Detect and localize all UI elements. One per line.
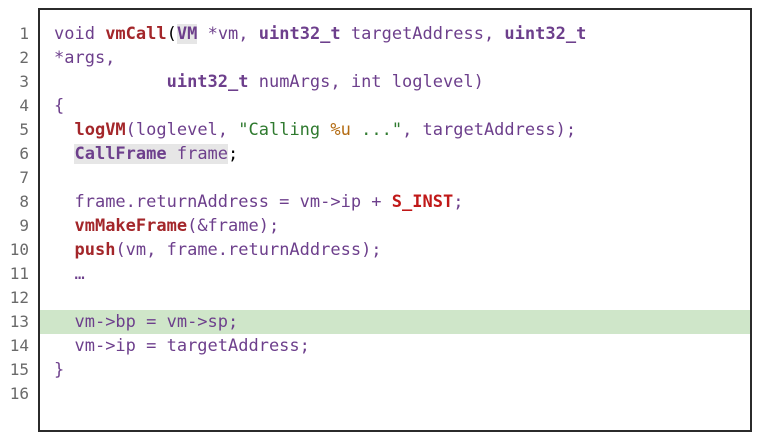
function-call: vmMakeFrame	[74, 216, 188, 236]
code-line-12[interactable]	[40, 286, 750, 310]
code-editor[interactable]: void vmCall(VM *vm, uint32_t targetAddre…	[38, 8, 752, 432]
code-line-7[interactable]	[40, 166, 750, 190]
indent	[54, 240, 74, 260]
code-line-6[interactable]: CallFrame frame;	[40, 142, 750, 166]
code-line-10[interactable]: push(vm, frame.returnAddress);	[40, 238, 750, 262]
code-line-14[interactable]: vm->ip = targetAddress;	[40, 334, 750, 358]
statement-text: vm->bp = vm->sp;	[74, 312, 239, 332]
code-line-9[interactable]: vmMakeFrame(&frame);	[40, 214, 750, 238]
brace-close: }	[54, 360, 65, 380]
string-literal: ..."	[350, 120, 403, 140]
code-line-3[interactable]: uint32_t numArgs, int loglevel)	[40, 70, 750, 94]
param-text: *vm,	[197, 24, 259, 44]
code-line-8[interactable]: frame.returnAddress = vm->ip + S_INST;	[40, 190, 750, 214]
code-line-1[interactable]: void vmCall(VM *vm, uint32_t targetAddre…	[40, 22, 750, 46]
code-line-13-highlighted[interactable]: vm->bp = vm->sp;	[40, 310, 750, 334]
line-number: 8	[19, 192, 29, 211]
type-uint32: uint32_t	[166, 72, 249, 92]
type-callframe: CallFrame	[74, 144, 167, 164]
ellipsis: …	[74, 264, 85, 284]
code-line-4[interactable]: {	[40, 94, 750, 118]
line-number: 4	[19, 96, 29, 115]
indent	[54, 336, 74, 356]
args-text: (loglevel,	[125, 120, 239, 140]
code-line-11[interactable]: …	[40, 262, 750, 286]
indent	[54, 72, 167, 92]
punctuation: (	[166, 24, 177, 44]
code-line-15[interactable]: }	[40, 358, 750, 382]
param-text: *args,	[54, 48, 116, 68]
param-text: targetAddress,	[340, 24, 505, 44]
indent	[54, 120, 74, 140]
function-call: logVM	[74, 120, 126, 140]
line-number: 10	[9, 240, 29, 259]
function-name: vmCall	[105, 24, 167, 44]
line-number: 13	[9, 312, 29, 331]
args-text: (vm, frame.returnAddress);	[115, 240, 382, 260]
line-number: 9	[19, 216, 29, 235]
line-number: 1	[19, 24, 29, 43]
indent	[54, 264, 74, 284]
type-vm-selected: VM	[176, 24, 198, 44]
variable-frame: frame	[166, 144, 229, 164]
code-line-16[interactable]	[40, 382, 750, 406]
type-uint32: uint32_t	[258, 24, 341, 44]
semicolon: ;	[453, 192, 464, 212]
function-call: push	[74, 240, 116, 260]
indent	[54, 216, 74, 236]
type-uint32: uint32_t	[504, 24, 587, 44]
keyword-void: void	[54, 24, 106, 44]
macro-s-inst: S_INST	[391, 192, 454, 212]
brace-open: {	[54, 96, 65, 116]
statement-text: frame.returnAddress = vm->ip +	[74, 192, 392, 212]
string-literal: "Calling	[238, 120, 331, 140]
line-number: 12	[9, 288, 29, 307]
param-text: numArgs, int loglevel)	[248, 72, 484, 92]
format-specifier: %u	[330, 120, 351, 140]
line-number: 5	[19, 120, 29, 139]
line-number: 2	[19, 48, 29, 67]
code-line-5[interactable]: logVM(loglevel, "Calling %u ...", target…	[40, 118, 750, 142]
semicolon: ;	[228, 144, 239, 164]
statement-text: vm->ip = targetAddress;	[74, 336, 310, 356]
line-number: 16	[9, 384, 29, 403]
line-number: 14	[9, 336, 29, 355]
indent	[54, 144, 74, 164]
line-number: 15	[9, 360, 29, 379]
indent	[54, 312, 74, 332]
line-number: 11	[9, 264, 29, 283]
line-number: 7	[19, 168, 29, 187]
indent	[54, 192, 74, 212]
line-number: 6	[19, 144, 29, 163]
args-text: (&frame);	[187, 216, 280, 236]
line-number: 3	[19, 72, 29, 91]
code-line-2[interactable]: *args,	[40, 46, 750, 70]
args-text: , targetAddress);	[402, 120, 577, 140]
